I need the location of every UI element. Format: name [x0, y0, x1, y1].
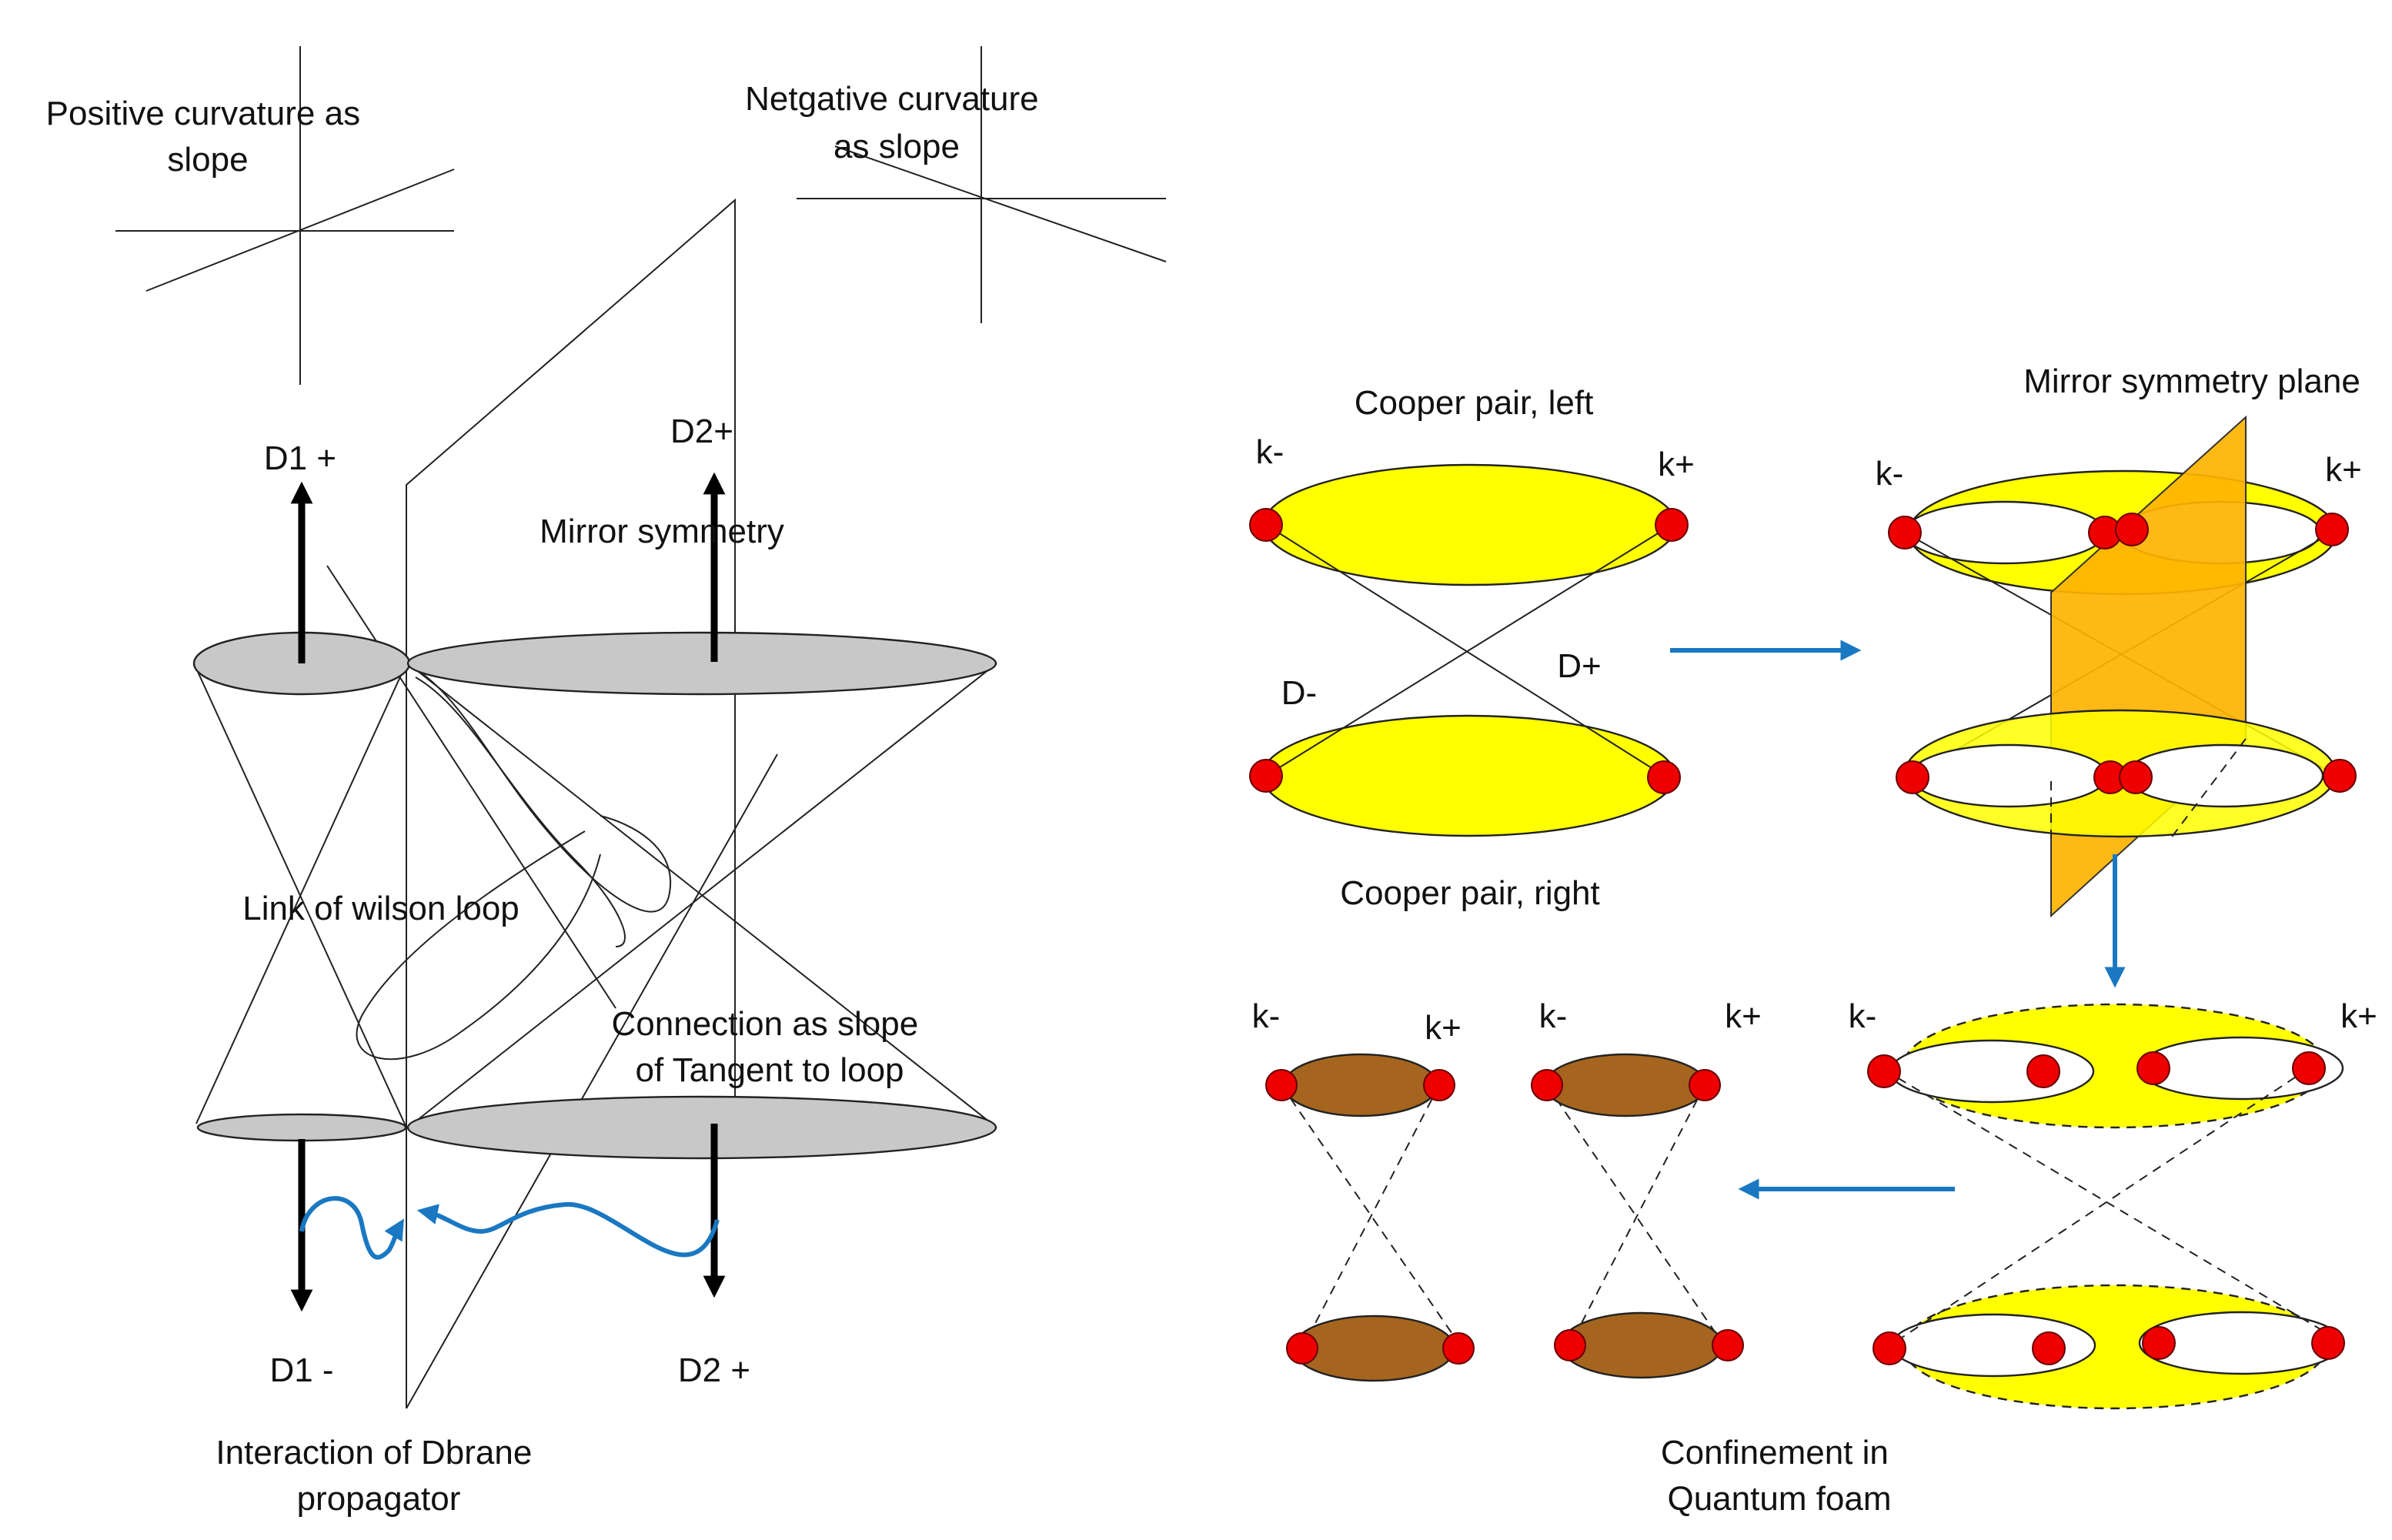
dashed-cross-a	[1883, 1069, 2340, 1341]
confinement-line1: Confinement in	[1661, 1434, 1889, 1472]
mirror-particle-3	[2115, 513, 2149, 546]
d2-cone	[407, 663, 997, 1128]
confined-a-top	[1282, 1053, 1439, 1117]
wilson-loop	[356, 663, 672, 1061]
negative-curvature-line1: Netgative curvature	[745, 80, 1039, 118]
dashed-cross-b	[1885, 1067, 2310, 1349]
particle-k-plus-top	[1655, 508, 1689, 542]
k-minus-label-1: k-	[1256, 433, 1285, 471]
confined-b-top	[1543, 1053, 1708, 1117]
cooper-cross-line-b	[1265, 524, 1672, 777]
mirror-bottom-inner-right	[2124, 743, 2324, 808]
positive-curvature-line1: Positive curvature as	[46, 95, 360, 132]
dashed-particle-3	[2136, 1051, 2170, 1085]
k-minus-label-5: k-	[1539, 997, 1568, 1035]
right-panel-cooper-pairs: Cooper pair, left k- k+ D- D+ Cooper pai…	[1249, 362, 2377, 1518]
confined-particle-2	[1423, 1069, 1455, 1101]
mirror-dash-b	[2170, 738, 2247, 840]
k-minus-label-4: k-	[1252, 997, 1281, 1035]
dashed-particle-7	[2142, 1326, 2176, 1360]
dashed-particle-8	[2311, 1326, 2345, 1360]
mirror-particle-4	[2315, 513, 2349, 546]
propagator-wave	[416, 1201, 720, 1258]
interaction-line2: propagator	[297, 1480, 461, 1518]
dashed-top-inner-left	[1889, 1039, 2095, 1104]
d-plus-label: D+	[1557, 647, 1601, 685]
dashed-particle-4	[2292, 1051, 2326, 1085]
cooper-right-ellipse	[1261, 714, 1676, 837]
confined-particle-1	[1265, 1069, 1298, 1101]
dashed-particle-5	[1873, 1331, 1906, 1365]
confined-pairs-panel: k- k+ k- k+	[1252, 997, 1762, 1382]
confinement-label: Confinement in Quantum foam	[1661, 1434, 1898, 1518]
d2-plus-top-label: D2+	[670, 413, 733, 450]
confined-particle-3	[1286, 1332, 1318, 1365]
d1-bottom-disk	[196, 1113, 407, 1142]
k-plus-label-4: k+	[1425, 1009, 1462, 1047]
negative-curvature-axes	[797, 46, 1167, 323]
confined-particle-4	[1442, 1332, 1475, 1365]
left-panel-dbrane: Positive curvature as slope Netgative cu…	[46, 46, 1167, 1518]
d2-top-disk	[406, 631, 997, 696]
mirror-bottom-inner-left	[1909, 743, 2109, 808]
k-minus-label-3: k-	[1849, 997, 1877, 1035]
dashed-particle-2	[2026, 1054, 2060, 1088]
negative-curvature-line2: as slope	[834, 128, 960, 165]
mirror-plane-panel: Mirror symmetry plane k- k+	[1876, 362, 2362, 918]
k-minus-label-2: k-	[1876, 455, 1904, 493]
d1-minus-label: D1 -	[269, 1351, 333, 1389]
particle-k-minus-top	[1249, 508, 1283, 542]
k-plus-label-2: k+	[2325, 451, 2362, 489]
interaction-line1: Interaction of Dbrane	[215, 1434, 532, 1472]
confined-b-cross-1	[1546, 1084, 1725, 1346]
cooper-right-label: Cooper pair, right	[1340, 874, 1600, 912]
cooper-left-label: Cooper pair, left	[1355, 384, 1594, 422]
mirror-particle-7	[2119, 760, 2153, 794]
dashed-particle-1	[1867, 1054, 1901, 1088]
confined-particle-8	[1712, 1329, 1744, 1361]
confinement-line2: Quantum foam	[1667, 1480, 1891, 1518]
cooper-pair-panel: Cooper pair, left k- k+ D- D+ Cooper pai…	[1249, 384, 1695, 912]
d2-bottom-disk	[406, 1095, 997, 1160]
dashed-particle-6	[2032, 1331, 2066, 1365]
mirror-symmetry-label: Mirror symmetry	[540, 513, 784, 550]
positive-curvature-axes	[115, 46, 455, 385]
k-plus-label-1: k+	[1658, 446, 1695, 483]
positive-curvature-label: Positive curvature as slope	[46, 95, 370, 179]
negative-curvature-label: Netgative curvature as slope	[745, 80, 1048, 165]
confined-b-cross-2	[1569, 1084, 1705, 1346]
dashed-pairs-panel: k- k+	[1849, 997, 2377, 1410]
cooper-left-ellipse	[1262, 463, 1678, 586]
d-minus-label: D-	[1281, 674, 1317, 712]
mirror-particle-5	[1896, 760, 1929, 794]
k-plus-label-3: k+	[2340, 997, 2377, 1035]
cooper-cross-line-a	[1265, 524, 1665, 777]
confined-particle-5	[1531, 1069, 1563, 1101]
k-plus-label-5: k+	[1725, 997, 1762, 1035]
wilson-diagonal-line	[326, 565, 616, 1009]
connection-slope-label: Connection as slope of Tangent to loop	[612, 1005, 928, 1089]
d1-plus-label: D1 +	[264, 439, 336, 477]
connection-slope-line2: of Tangent to loop	[635, 1051, 904, 1089]
d2-plus-bottom-label: D2 +	[678, 1351, 750, 1389]
link-wilson-label: Link of wilson loop	[242, 890, 519, 927]
d1-cone	[193, 663, 407, 1128]
propagator-wave-small	[299, 1196, 404, 1260]
confined-particle-6	[1689, 1069, 1721, 1101]
particle-d-plus	[1647, 760, 1681, 794]
confined-a-cross-2	[1301, 1084, 1440, 1349]
mirror-plane-label: Mirror symmetry plane	[2023, 362, 2360, 400]
confined-a-cross-1	[1281, 1084, 1463, 1349]
confined-particle-7	[1554, 1329, 1586, 1361]
connection-slope-line1: Connection as slope	[612, 1005, 919, 1043]
mirror-particle-8	[2323, 759, 2357, 793]
interaction-label: Interaction of Dbrane propagator	[215, 1434, 541, 1518]
particle-d-minus	[1249, 759, 1283, 793]
mirror-particle-1	[1888, 516, 1922, 550]
positive-curvature-line2: slope	[167, 141, 248, 179]
mirror-top-inner-left	[1903, 500, 2106, 565]
